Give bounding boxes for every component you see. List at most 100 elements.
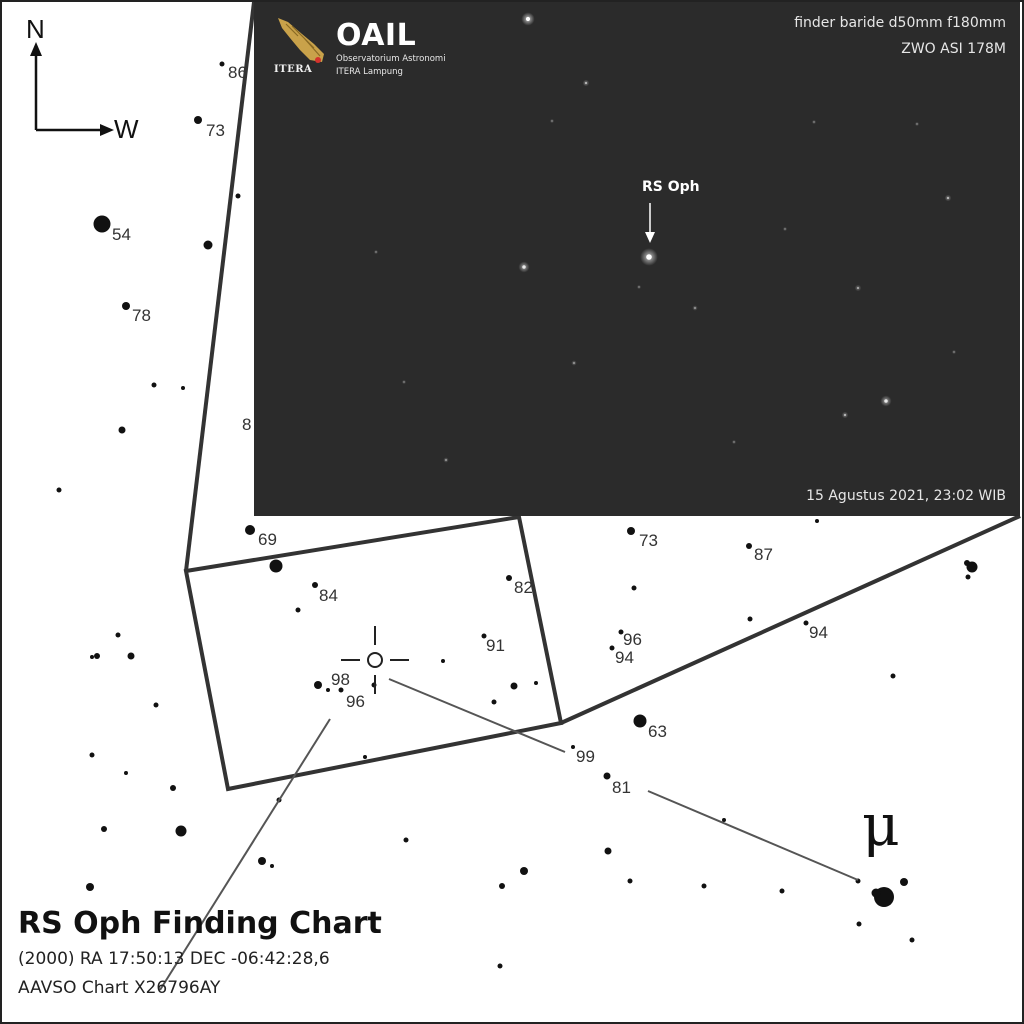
photo-star bbox=[522, 265, 526, 269]
chart-star bbox=[118, 426, 126, 434]
photo-star-glow bbox=[951, 349, 957, 355]
magnitude-label: 84 bbox=[319, 586, 338, 605]
chart-star bbox=[722, 818, 726, 822]
magnitude-label: 73 bbox=[639, 531, 658, 550]
chart-star bbox=[90, 655, 94, 659]
chart-star bbox=[314, 681, 322, 689]
projection-line bbox=[560, 514, 1021, 725]
magnitude-label: 87 bbox=[754, 545, 773, 564]
chart-star bbox=[890, 673, 896, 679]
logo-subtitle-2: ITERA Lampung bbox=[336, 67, 403, 77]
chart-star bbox=[56, 487, 62, 493]
chart-star bbox=[338, 687, 344, 693]
photo-star bbox=[916, 123, 918, 125]
chart-star bbox=[258, 857, 266, 865]
chart-star bbox=[363, 755, 367, 759]
magnitude-label: 96 bbox=[346, 692, 365, 711]
photo-star-glow bbox=[401, 379, 407, 385]
magnitude-label: 63 bbox=[648, 722, 667, 741]
projection-line bbox=[184, 1, 256, 572]
chart-star bbox=[403, 837, 409, 843]
chart-star bbox=[86, 883, 94, 891]
chart-star bbox=[122, 302, 130, 310]
camera-text: ZWO ASI 178M bbox=[901, 41, 1006, 57]
chart-star bbox=[115, 632, 121, 638]
chart-star bbox=[94, 653, 100, 659]
chart-star bbox=[803, 620, 809, 626]
chart-star bbox=[603, 772, 611, 780]
target-reticle bbox=[367, 652, 383, 668]
photo-star bbox=[733, 441, 735, 443]
north-label: N bbox=[26, 14, 45, 44]
photo-star bbox=[843, 413, 847, 417]
photo-star bbox=[525, 16, 531, 22]
magnitude-label: 96 bbox=[623, 630, 642, 649]
pointer-line bbox=[647, 790, 859, 881]
chart-star bbox=[964, 560, 970, 566]
logo-title: OAIL bbox=[336, 18, 417, 53]
timestamp: 15 Agustus 2021, 23:02 WIB bbox=[806, 488, 1006, 504]
finder-photo: ITERA OAIL Observatorium Astronomi ITERA… bbox=[254, 2, 1020, 516]
target-arrow-head bbox=[645, 232, 655, 243]
magnitude-label: 82 bbox=[514, 578, 533, 597]
chart-star bbox=[127, 652, 135, 660]
chart-star bbox=[93, 215, 111, 233]
chart-star bbox=[571, 745, 575, 749]
chart-star bbox=[633, 714, 647, 728]
magnitude-label: 81 bbox=[612, 778, 631, 797]
mu-star-label: μ bbox=[862, 791, 900, 859]
chart-star bbox=[203, 240, 213, 250]
photo-star bbox=[813, 121, 815, 123]
magnitude-label: 91 bbox=[486, 636, 505, 655]
photo-star bbox=[694, 307, 696, 309]
chart-caption: RS Oph Finding Chart (2000) RA 17:50:13 … bbox=[18, 906, 382, 998]
oail-logo: ITERA OAIL Observatorium Astronomi ITERA… bbox=[272, 14, 492, 84]
chart-star bbox=[701, 883, 707, 889]
photo-star-glow bbox=[914, 121, 920, 127]
magnitude-label: 54 bbox=[112, 225, 131, 244]
photo-star-glow bbox=[811, 119, 817, 125]
magnitude-label: 69 bbox=[258, 530, 277, 549]
chart-star bbox=[269, 559, 283, 573]
photo-star bbox=[856, 286, 860, 290]
chart-star bbox=[909, 937, 915, 943]
chart-star bbox=[194, 116, 202, 124]
instrument-text: finder baride d50mm f180mm bbox=[794, 15, 1006, 31]
chart-star bbox=[153, 702, 159, 708]
target-label: RS Oph bbox=[642, 179, 700, 195]
chart-star bbox=[219, 61, 225, 67]
photo-star-glow bbox=[373, 249, 379, 255]
chart-star bbox=[499, 883, 505, 889]
magnitude-label: 86 bbox=[228, 63, 247, 82]
chart-star bbox=[481, 633, 487, 639]
chart-star bbox=[871, 888, 881, 898]
magnitude-label: 8 bbox=[242, 415, 251, 434]
chart-star bbox=[746, 543, 752, 549]
magnitude-label: 94 bbox=[615, 648, 634, 667]
photo-star-glow bbox=[636, 284, 642, 290]
star-field bbox=[56, 61, 978, 969]
chart-star bbox=[151, 382, 157, 388]
chart-star bbox=[627, 527, 635, 535]
chart-star bbox=[520, 867, 528, 875]
pointer-line bbox=[159, 718, 331, 991]
magnitude-label: 73 bbox=[206, 121, 225, 140]
chart-star bbox=[326, 688, 330, 692]
chart-star bbox=[506, 575, 512, 581]
chart-star bbox=[965, 574, 971, 580]
photo-star-field bbox=[373, 12, 957, 463]
chart-star bbox=[124, 771, 128, 775]
photo-star bbox=[953, 351, 955, 353]
chart-star bbox=[175, 825, 187, 837]
chart-star bbox=[779, 888, 785, 894]
pointer-line bbox=[388, 678, 566, 753]
chart-star bbox=[747, 616, 753, 622]
chart-star bbox=[618, 629, 624, 635]
chart-star bbox=[627, 878, 633, 884]
guide-lines bbox=[159, 1, 1021, 991]
coordinates: (2000) RA 17:50:13 DEC -06:42:28,6 bbox=[18, 949, 330, 969]
photo-star-glow bbox=[549, 118, 555, 124]
west-label: W bbox=[114, 114, 139, 144]
